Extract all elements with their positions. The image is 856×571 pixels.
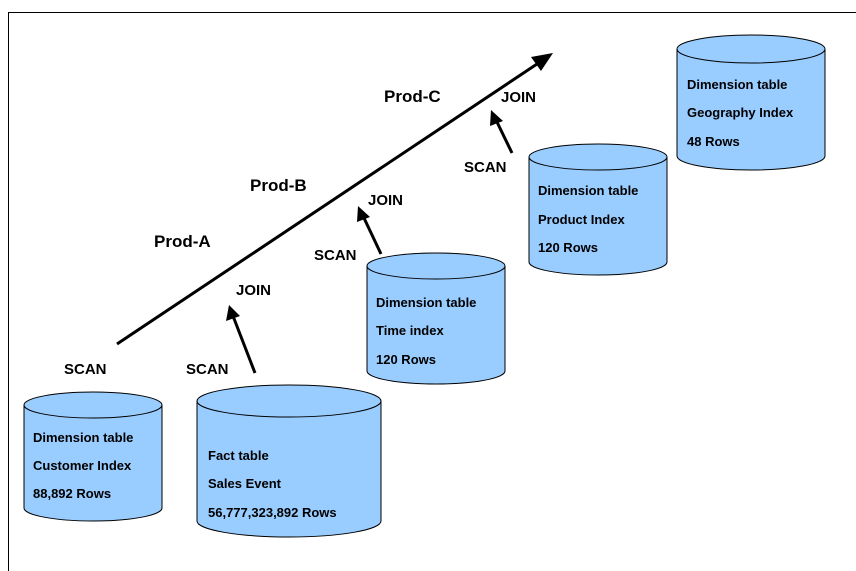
op-scan-customer: SCAN xyxy=(64,361,107,378)
product-table-type: Dimension table xyxy=(538,183,638,198)
fact-table-name: Sales Event xyxy=(208,476,282,491)
phase-label-prod-c: Prod-C xyxy=(384,87,441,106)
op-join-3: JOIN xyxy=(501,89,536,106)
op-join-1: JOIN xyxy=(236,282,271,299)
time-table-name: Time index xyxy=(376,323,444,338)
product-table-rows: 120 Rows xyxy=(538,240,598,255)
op-scan-product: SCAN xyxy=(464,159,507,176)
join-arrow-1 xyxy=(226,305,257,374)
phase-label-prod-b: Prod-B xyxy=(250,176,307,195)
join-arrow-3 xyxy=(490,110,514,154)
cylinder-fact-sales-event: Fact table Sales Event 56,777,323,892 Ro… xyxy=(196,384,382,538)
cylinder-time-index: Dimension table Time index 120 Rows xyxy=(366,252,506,385)
geography-table-rows: 48 Rows xyxy=(687,134,740,149)
time-table-rows: 120 Rows xyxy=(376,352,436,367)
fact-table-type: Fact table xyxy=(208,448,269,463)
customer-table-rows: 88,892 Rows xyxy=(33,486,111,501)
op-scan-fact: SCAN xyxy=(186,361,229,378)
product-table-name: Product Index xyxy=(538,212,625,227)
geography-table-name: Geography Index xyxy=(687,105,794,120)
cylinder-geography-index: Dimension table Geography Index 48 Rows xyxy=(676,34,826,171)
customer-table-name: Customer Index xyxy=(33,458,132,473)
cylinder-customer-index: Dimension table Customer Index 88,892 Ro… xyxy=(23,391,163,522)
fact-table-rows: 56,777,323,892 Rows xyxy=(208,505,337,520)
time-table-type: Dimension table xyxy=(376,295,476,310)
op-join-2: JOIN xyxy=(368,192,403,209)
geography-table-type: Dimension table xyxy=(687,77,787,92)
cylinder-product-index: Dimension table Product Index 120 Rows xyxy=(528,143,668,276)
frame-border xyxy=(8,12,856,571)
phase-label-prod-a: Prod-A xyxy=(154,232,211,251)
op-scan-time: SCAN xyxy=(314,247,357,264)
customer-table-type: Dimension table xyxy=(33,430,133,445)
main-progress-arrow xyxy=(116,53,553,346)
join-arrow-2 xyxy=(357,206,383,255)
